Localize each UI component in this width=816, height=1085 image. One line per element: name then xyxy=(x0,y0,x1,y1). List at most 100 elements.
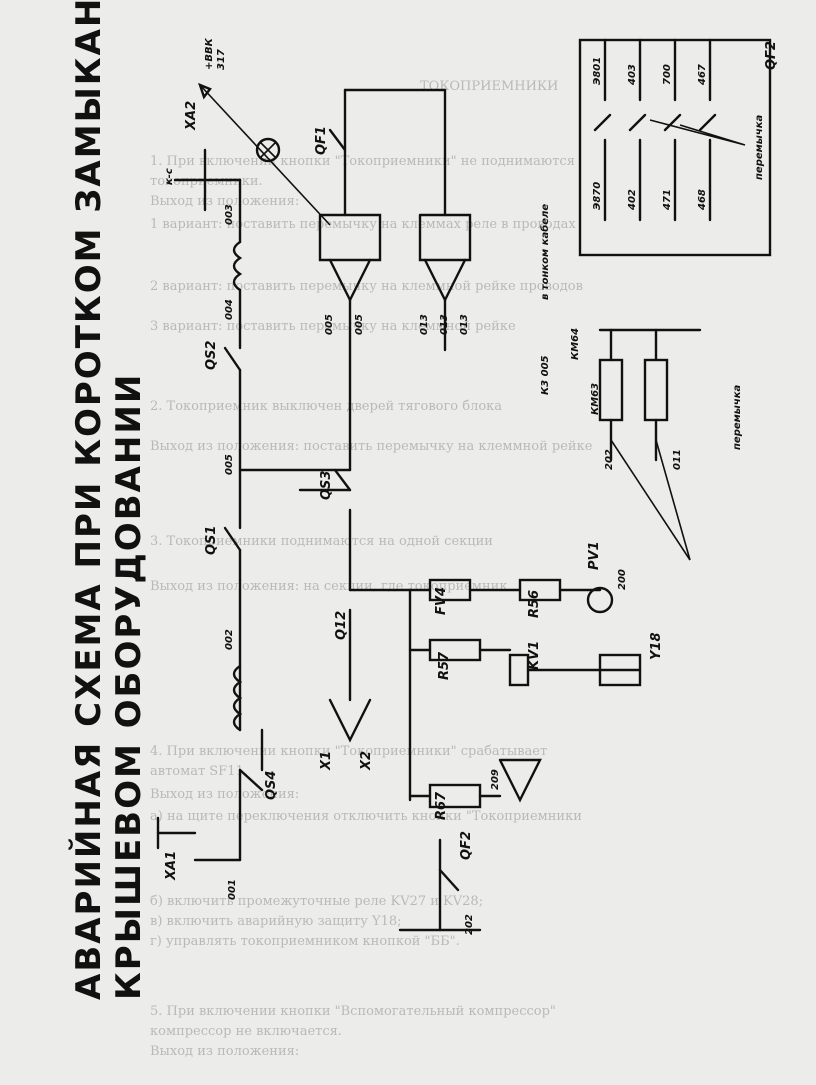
km63-contact xyxy=(598,358,624,422)
qf1-switch xyxy=(328,128,347,152)
pv1-voltmeter xyxy=(586,586,614,614)
jumper-pointer xyxy=(610,439,691,561)
bg-line: Выход из положения: xyxy=(150,194,299,209)
label-013b: 013 xyxy=(439,314,450,335)
jumper-pointer xyxy=(655,439,691,561)
label-xa1: XA1 xyxy=(164,851,179,881)
label-e870: Э870 xyxy=(592,182,603,210)
jumper-pointer xyxy=(649,119,746,146)
label-209: 209 xyxy=(490,769,501,790)
fork-209 xyxy=(498,758,542,803)
qf2-box xyxy=(578,38,772,257)
km64-contact xyxy=(643,358,669,422)
label-004: 004 xyxy=(224,299,235,320)
label-005b: 005 xyxy=(354,314,365,335)
km-contactors xyxy=(598,328,702,561)
bg-line: автомат SF11. xyxy=(150,764,248,779)
bg-line: г) управлять токоприемником кнопкой "ББ"… xyxy=(150,934,460,949)
label-km64: КМ64 xyxy=(570,328,581,360)
label-qs3: QS3 xyxy=(319,471,334,500)
label-q12: Q12 xyxy=(334,611,349,640)
bg-line: в) включить аварийную защиту Y18; xyxy=(150,914,402,929)
label-202a: 202 xyxy=(604,449,615,470)
label-r56: R56 xyxy=(527,590,542,618)
component-labels: XA2 к-с +ВВК 317 QF1 003 004 QS2 005 005… xyxy=(164,37,779,935)
qf1-breaker xyxy=(328,88,447,217)
bbk-wire xyxy=(199,84,331,226)
y18-valve xyxy=(598,653,642,687)
label-qs1: QS1 xyxy=(204,526,219,555)
qf2-contact xyxy=(628,113,647,132)
label-fv4: FV4 xyxy=(434,587,449,615)
qs4-switch xyxy=(238,768,264,792)
label-013c: 013 xyxy=(459,314,470,335)
bg-line: 2. Токоприемник выключен дверей тягового… xyxy=(150,399,502,414)
arrow-icon xyxy=(198,82,212,100)
label-xa2: XA2 xyxy=(184,101,199,131)
label-y18: Y18 xyxy=(649,632,664,660)
bg-line: 5. При включении кнопки "Вспомогательный… xyxy=(150,1004,556,1019)
title-line-2: КРЫШЕВОМ ОБОРУДОВАНИИ xyxy=(109,373,149,1000)
label-bbk: +ВВК xyxy=(204,37,215,70)
bg-line: а) на щите переключения отключить кнопки… xyxy=(150,809,582,824)
lamp-icon xyxy=(255,137,281,163)
label-317: 317 xyxy=(216,49,227,70)
label-471: 471 xyxy=(662,189,673,211)
bg-line: токоприемники. xyxy=(150,174,263,189)
qf2-contact xyxy=(663,113,682,132)
title-line-1: АВАРИЙНАЯ СХЕМА ПРИ КОРОТКОМ ЗАМЫКАНИИ В xyxy=(68,0,109,1000)
label-thin-cable: в тонком кабеле xyxy=(539,204,551,300)
label-011: 011 xyxy=(672,449,683,470)
label-013a: 013 xyxy=(419,314,430,335)
qf2-contact xyxy=(698,113,717,132)
label-700: 700 xyxy=(662,64,673,85)
bg-line: 1. При включении кнопки "Токоприемники" … xyxy=(150,154,575,169)
qf2-contact xyxy=(593,113,612,132)
qs1-switch xyxy=(223,526,242,552)
bg-line: 2 вариант: поставить перемычку на клеммн… xyxy=(150,279,583,294)
fork-x1-x2 xyxy=(328,698,372,743)
qf2-switch xyxy=(438,868,460,892)
label-km63: КМ63 xyxy=(590,383,601,415)
label-200: 200 xyxy=(617,569,628,590)
label-jumper-2: перемычка xyxy=(754,114,765,180)
bg-line: 1 вариант: поставить перемычку на клемма… xyxy=(150,217,576,232)
label-e801: Э801 xyxy=(592,57,603,85)
bg-line: 3. Токоприемники поднимаются на одной се… xyxy=(150,534,493,549)
bg-line: Выход из положения: xyxy=(150,1044,299,1059)
label-202b: 202 xyxy=(464,914,475,935)
label-ks: к-с xyxy=(164,168,175,185)
label-k3-005: К3 005 xyxy=(540,355,551,395)
bg-line: Выход из положения: на секции, где токоп… xyxy=(150,579,507,594)
label-468: 468 xyxy=(697,189,708,211)
label-qs4: QS4 xyxy=(264,771,279,800)
label-pv1: PV1 xyxy=(587,541,602,570)
inductor-002 xyxy=(232,664,243,732)
bg-line: компрессор не включается. xyxy=(150,1024,342,1039)
label-x2: X2 xyxy=(359,751,374,771)
label-qs2: QS2 xyxy=(204,341,219,370)
label-467: 467 xyxy=(697,64,708,86)
bg-line: Выход из положения: поставить перемычку … xyxy=(150,439,593,454)
qs2-switch xyxy=(223,346,242,372)
label-005: 005 xyxy=(224,454,235,475)
label-005a: 005 xyxy=(324,314,335,335)
label-qf2-lower: QF2 xyxy=(459,831,474,860)
box-005 xyxy=(318,213,382,262)
qf2-lower-breaker xyxy=(398,838,482,932)
background-text: ТОКОПРИЕМНИКИ 1. При включении кнопки "Т… xyxy=(150,79,593,1059)
label-001: 001 xyxy=(227,879,238,900)
lamp-cross xyxy=(259,141,277,159)
label-403: 403 xyxy=(627,64,638,86)
label-jumper-1: перемычка xyxy=(732,384,743,450)
qs3-switch xyxy=(333,468,352,492)
resistor-network xyxy=(348,508,642,809)
bg-line: б) включить промежуточные реле KV27 и KV… xyxy=(150,894,483,909)
label-003: 003 xyxy=(224,204,235,225)
box-013 xyxy=(418,213,472,262)
label-r67: R67 xyxy=(434,791,449,820)
label-qf2-top: QF2 xyxy=(764,41,779,70)
label-r57: R57 xyxy=(437,651,452,680)
